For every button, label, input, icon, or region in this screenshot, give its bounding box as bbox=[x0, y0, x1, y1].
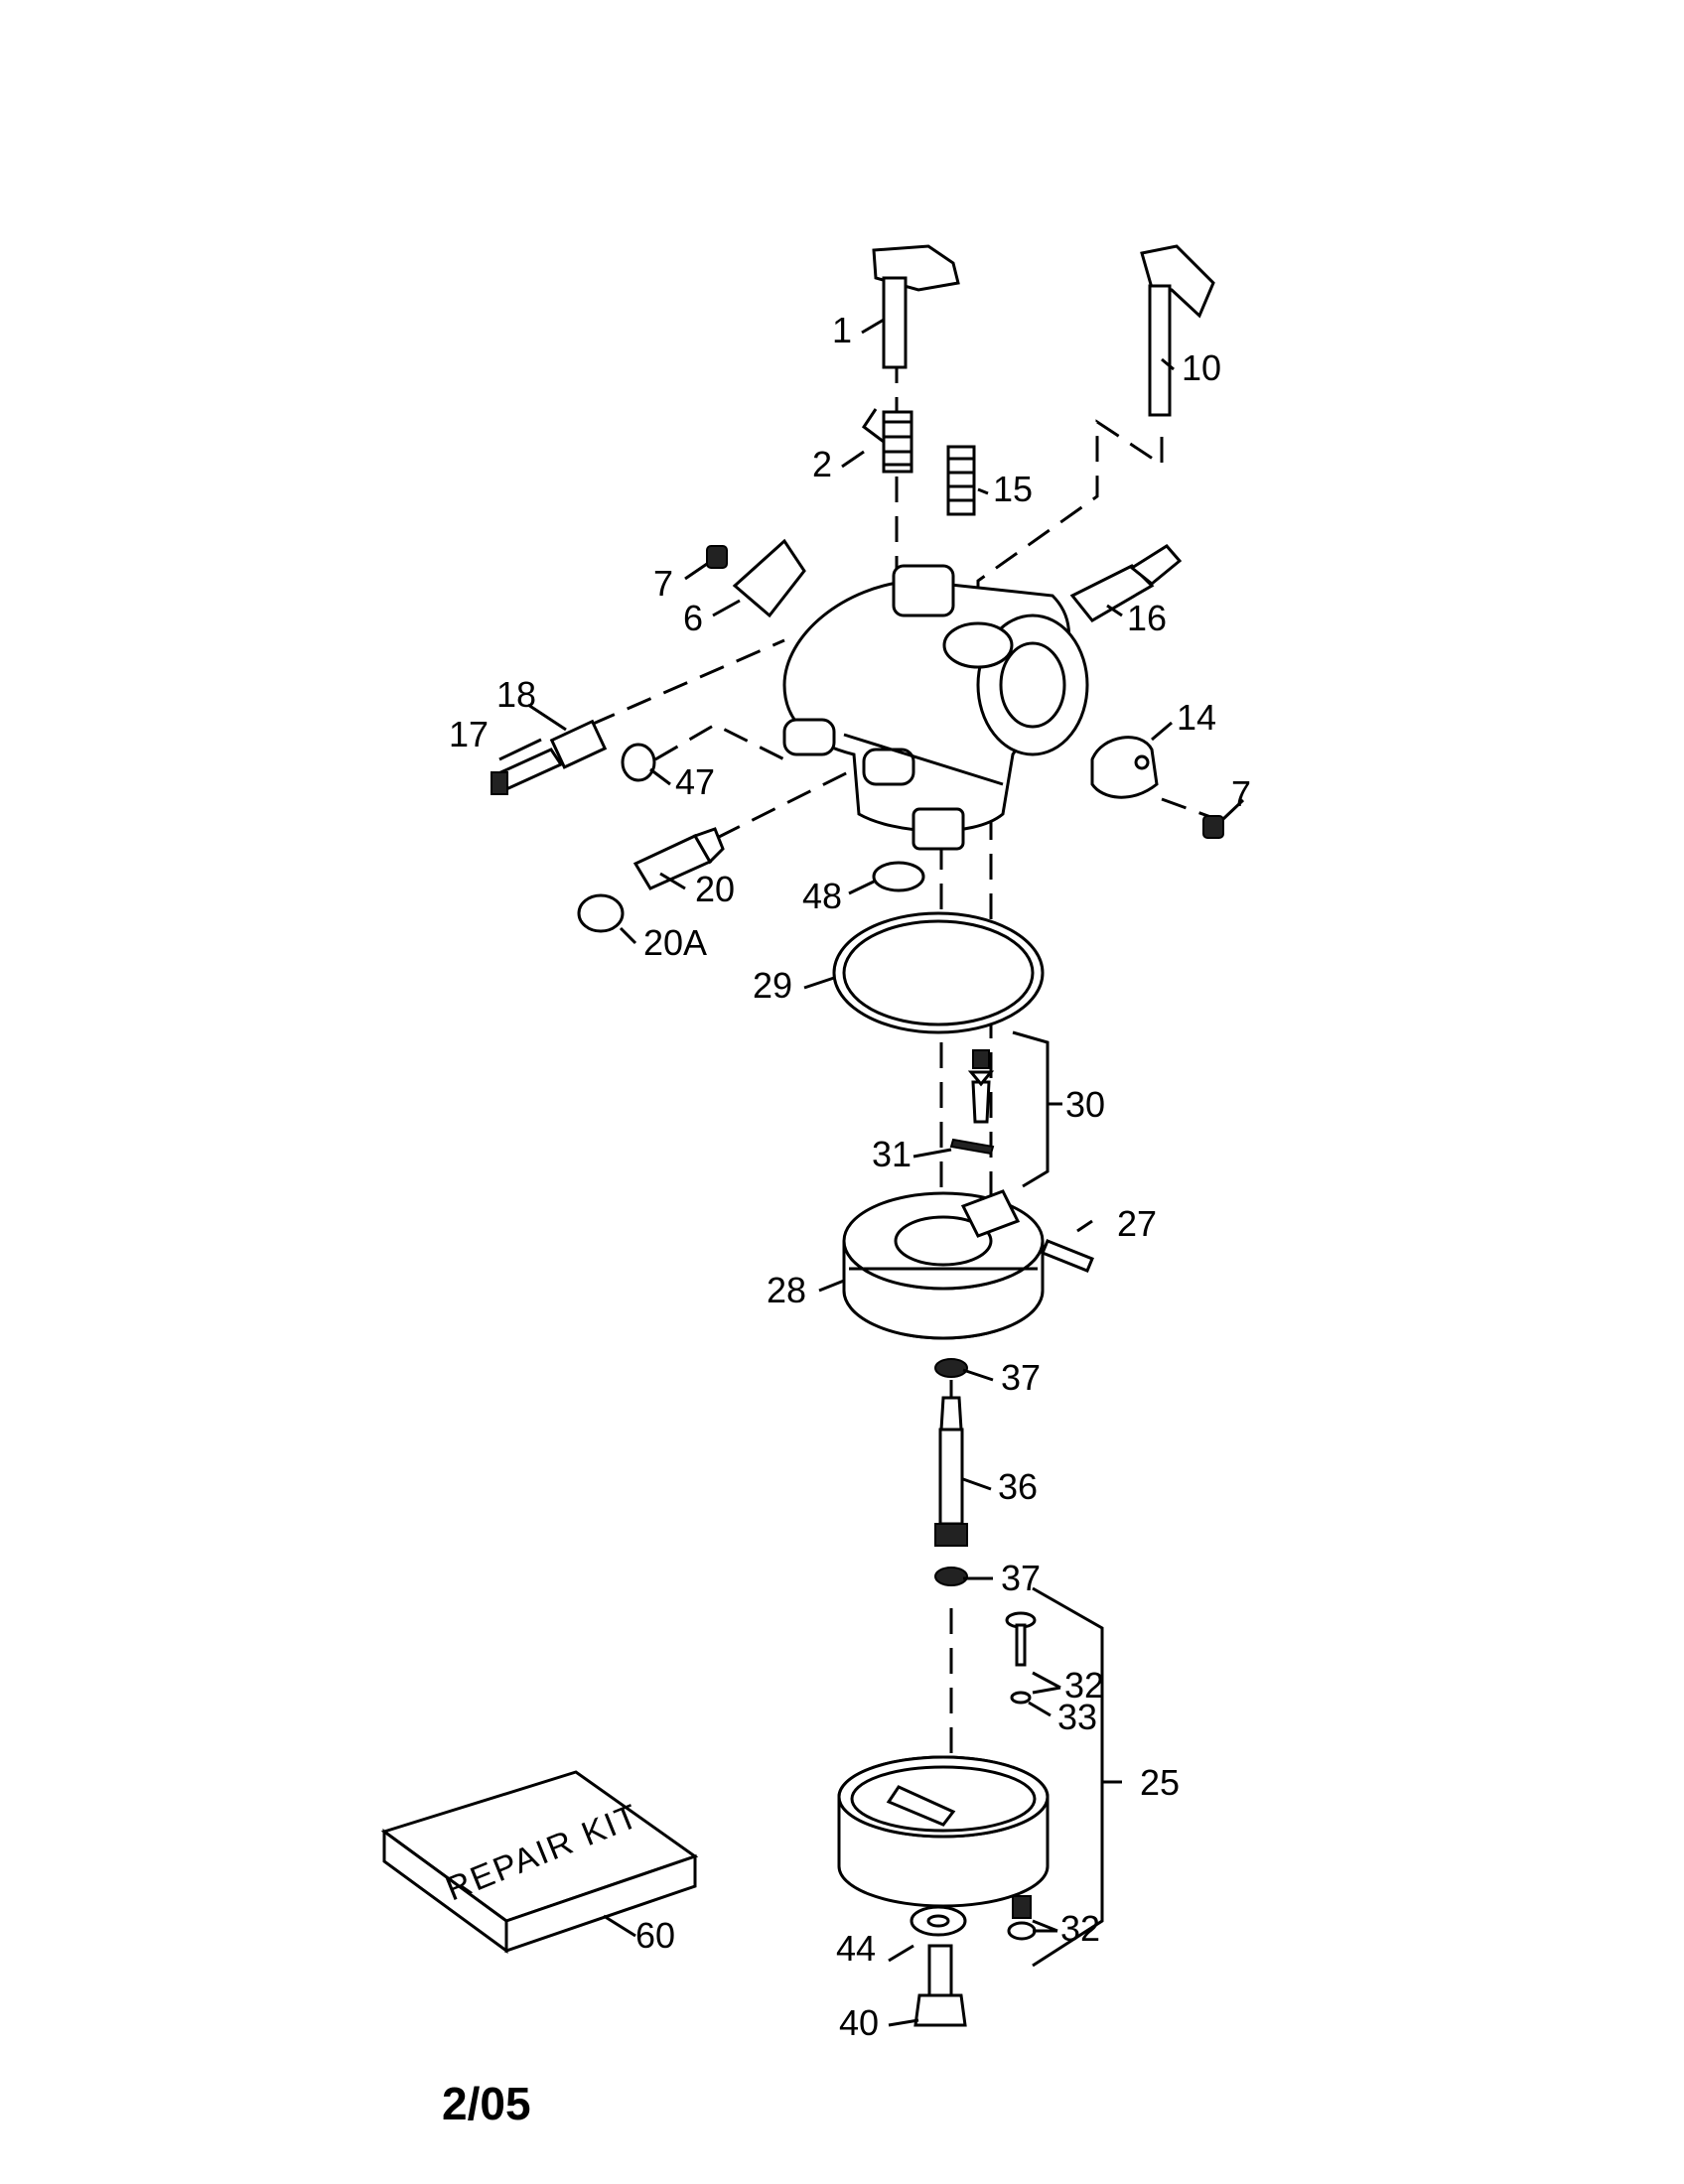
callout-30: 30 bbox=[1065, 1084, 1105, 1125]
part-29-gasket bbox=[832, 911, 1045, 1034]
part-28-float bbox=[842, 1189, 1045, 1340]
part-16-fuel-inlet bbox=[1069, 544, 1183, 622]
part-32-drain-top bbox=[1005, 1611, 1037, 1667]
part-37-washer-bottom bbox=[934, 1567, 968, 1586]
callout-15: 15 bbox=[993, 469, 1033, 509]
callout-25: 25 bbox=[1140, 1762, 1180, 1803]
part-14-throttle-plate bbox=[1090, 736, 1159, 799]
callout-labels: 1 2 15 10 7 6 16 14 7 18 17 47 20 20A 48… bbox=[449, 310, 1251, 2043]
part-48-plug bbox=[872, 861, 925, 892]
callout-14: 14 bbox=[1177, 697, 1216, 738]
callout-7-bottom: 7 bbox=[1231, 773, 1251, 814]
part-44-washer bbox=[910, 1905, 967, 1937]
footer-date: 2/05 bbox=[442, 2078, 531, 2129]
part-7-screw-bottom bbox=[1202, 815, 1224, 839]
assembly-lines bbox=[590, 318, 1217, 1827]
part-30-needle-valve bbox=[967, 1049, 995, 1124]
callout-28: 28 bbox=[767, 1270, 806, 1310]
part-10-choke-shaft bbox=[1140, 244, 1215, 417]
part-32-drain-bottom bbox=[1007, 1895, 1037, 1941]
part-27-float-pin bbox=[1041, 1239, 1094, 1273]
part-6-choke-plate bbox=[732, 538, 806, 618]
callout-6: 6 bbox=[683, 598, 703, 638]
part-60-repair-kit: REPAIR KIT bbox=[380, 1770, 699, 1954]
part-1-throttle-lever bbox=[872, 244, 960, 369]
callout-2: 2 bbox=[812, 444, 832, 484]
callout-37-bottom: 37 bbox=[1001, 1558, 1041, 1598]
part-15-screw-spring bbox=[946, 445, 976, 516]
part-2-spring bbox=[861, 408, 913, 474]
callout-18: 18 bbox=[496, 674, 536, 715]
part-33-washer bbox=[1010, 1691, 1032, 1705]
callout-36: 36 bbox=[998, 1466, 1038, 1507]
callout-10: 10 bbox=[1182, 347, 1221, 388]
leader-lines bbox=[498, 318, 1245, 2027]
callout-32-bottom: 32 bbox=[1060, 1908, 1100, 1949]
part-47-welch-plug bbox=[621, 743, 656, 782]
part-20-main-jet bbox=[632, 827, 725, 890]
callout-7-top: 7 bbox=[653, 563, 673, 604]
callout-20a: 20A bbox=[643, 922, 707, 963]
callout-48: 48 bbox=[802, 876, 842, 916]
part-31-clip bbox=[949, 1138, 995, 1156]
part-18-spring bbox=[549, 719, 608, 769]
callout-27: 27 bbox=[1117, 1203, 1157, 1244]
part-36-main-nozzle bbox=[934, 1396, 968, 1547]
part-7-screw-top bbox=[706, 545, 728, 569]
callout-17: 17 bbox=[449, 714, 489, 754]
callout-20: 20 bbox=[695, 869, 735, 909]
part-37-washer-top bbox=[934, 1358, 968, 1378]
callout-32-top: 32 bbox=[1064, 1665, 1104, 1706]
callout-60: 60 bbox=[635, 1915, 675, 1956]
callout-33: 33 bbox=[1057, 1697, 1097, 1737]
callout-44: 44 bbox=[836, 1928, 876, 1969]
carburetor-body bbox=[782, 564, 1089, 851]
part-25-float-bowl bbox=[837, 1755, 1050, 1908]
callout-31: 31 bbox=[872, 1134, 912, 1174]
callout-40: 40 bbox=[839, 2002, 879, 2043]
callout-29: 29 bbox=[753, 965, 792, 1006]
part-20a-cap bbox=[577, 893, 625, 933]
callout-1: 1 bbox=[832, 310, 852, 350]
callout-37-top: 37 bbox=[1001, 1357, 1041, 1398]
part-17-mixture-screw bbox=[491, 748, 564, 795]
part-40-bowl-bolt bbox=[913, 1944, 967, 2027]
callout-16: 16 bbox=[1127, 598, 1167, 638]
callout-47: 47 bbox=[675, 761, 715, 802]
brackets bbox=[1012, 1030, 1122, 1968]
